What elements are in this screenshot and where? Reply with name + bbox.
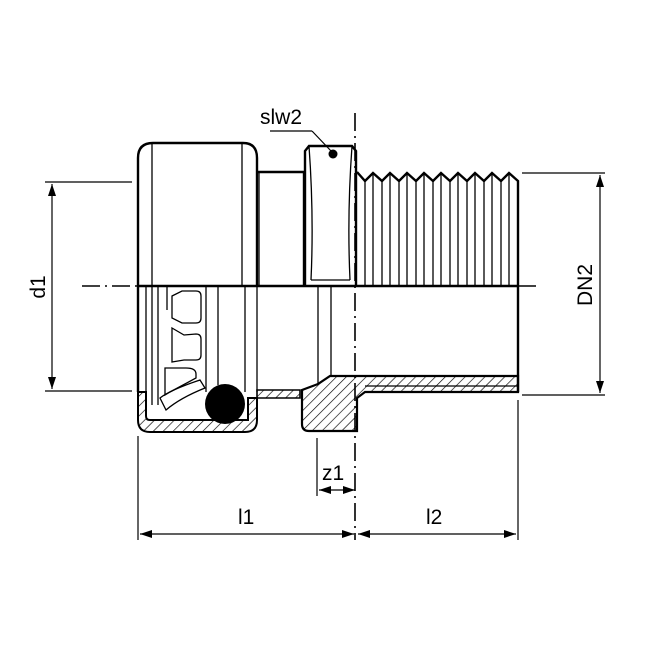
z1-dimension: z1 (316, 438, 355, 496)
l2-label: l2 (426, 506, 442, 529)
dn2-label: DN2 (574, 264, 597, 306)
length-dimensions: l1 l2 (137, 400, 519, 540)
neck (257, 170, 306, 286)
z1-label: z1 (322, 462, 344, 485)
d1-dimension: d1 (27, 181, 132, 392)
hex-nut (303, 144, 358, 286)
o-ring (205, 384, 245, 424)
grip-ring-teeth (159, 290, 206, 412)
slw2-label: slw2 (260, 106, 302, 129)
slw2-callout: slw2 (260, 106, 333, 153)
l1-label: l1 (238, 506, 254, 529)
section-view (136, 286, 520, 433)
male-thread (356, 171, 520, 286)
d1-label: d1 (27, 275, 50, 298)
slw2-marker-dot (328, 149, 338, 159)
dn2-dimension: DN2 (522, 172, 605, 396)
press-sleeve (136, 141, 260, 286)
